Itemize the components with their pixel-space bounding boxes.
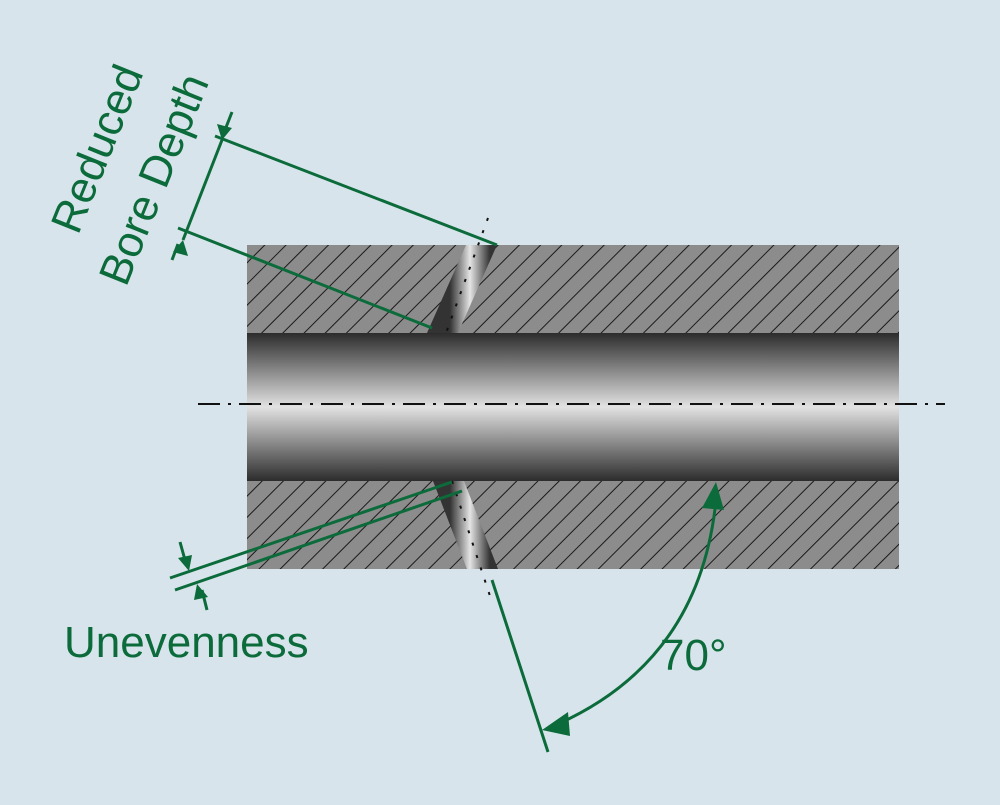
angle-extension-line: [490, 579, 550, 753]
cross-bore-upper: [427, 245, 497, 333]
arrowhead-reduced-bottom: [173, 240, 188, 256]
upper-wall-hatch: [247, 245, 899, 333]
reduced-bore-depth-dimension: [170, 111, 498, 330]
arrowhead-reduced-top: [217, 124, 232, 140]
arrowhead-angle-bottom: [542, 712, 570, 736]
angle-arc: [557, 499, 718, 726]
lower-wall-hatch: [247, 481, 899, 569]
label-unevenness: Unevenness: [64, 618, 309, 667]
cross-bore-lower: [433, 481, 498, 569]
label-angle: 70°: [660, 631, 727, 680]
arrowhead-unevenness-bottom: [194, 584, 208, 600]
arrowhead-angle-top: [702, 482, 724, 510]
arrowhead-unevenness-top: [178, 555, 192, 571]
main-bore: [247, 333, 899, 481]
